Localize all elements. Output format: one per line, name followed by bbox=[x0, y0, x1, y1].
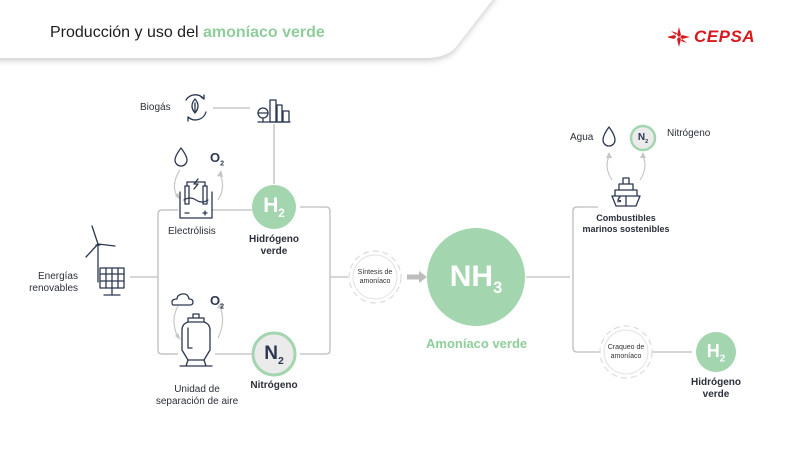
water-drop-out-icon bbox=[602, 126, 616, 147]
page-title: Producción y uso del amoníaco verde bbox=[50, 24, 325, 42]
hydrogen-symbol: H2 bbox=[263, 194, 285, 221]
synthesis-label: Síntesis de amoníaco bbox=[351, 268, 399, 286]
hydrogen-out-circle bbox=[696, 332, 736, 372]
cracking-label-line1: Craqueo de bbox=[607, 344, 645, 351]
hydrogen-label: Hidrógeno verde bbox=[244, 234, 304, 258]
air-separation-label: Unidad de separación de aire bbox=[152, 384, 242, 408]
arrow-air-in bbox=[173, 305, 179, 339]
marine-fuels-label-line2: marinos sostenibles bbox=[582, 224, 670, 234]
o2-airsep: O2 bbox=[209, 293, 225, 311]
hydrogen-label-line2: verde bbox=[260, 246, 288, 257]
cracking-label: Craqueo de amoníaco bbox=[602, 343, 650, 361]
connector-branch-left bbox=[157, 209, 163, 355]
ammonia-symbol: NH3 bbox=[449, 260, 503, 297]
air-separation-tank-icon bbox=[179, 313, 213, 367]
arrow-n2-out bbox=[639, 155, 646, 181]
renewables-label: Energías renovables bbox=[24, 271, 78, 295]
cracking-circle bbox=[599, 325, 653, 379]
refinery-icon bbox=[257, 99, 291, 123]
ammonia-circle bbox=[427, 228, 525, 326]
synthesis-label-line2: amoníaco bbox=[359, 278, 391, 285]
nitrogen-label: Nitrógeno bbox=[250, 380, 298, 391]
title-banner bbox=[0, 0, 493, 58]
title-highlight: amoníaco verde bbox=[202, 24, 325, 41]
synthesis-circle bbox=[348, 250, 402, 304]
nitrogen-out-circle bbox=[629, 124, 657, 152]
cepsa-logo-icon bbox=[668, 27, 690, 47]
hydrogen-label-line1: Hidrógeno bbox=[249, 234, 299, 245]
nitrogen-symbol: N2 bbox=[264, 343, 284, 367]
o2-electrolysis: O2 bbox=[209, 150, 225, 168]
cracking-label-line2: amoníaco bbox=[610, 353, 642, 360]
wind-solar-icon bbox=[85, 225, 125, 296]
air-sep-label-line2: separación de aire bbox=[155, 396, 239, 407]
arrow-synthesis-ammonia bbox=[407, 271, 427, 283]
arrow-o2-out-electrolysis bbox=[217, 173, 224, 201]
hydrogen-out-symbol: H2 bbox=[706, 341, 726, 365]
synthesis-label-line1: Síntesis de bbox=[357, 269, 393, 276]
cloud-icon bbox=[171, 293, 194, 306]
renewables-label-line2: renovables bbox=[29, 283, 78, 294]
biogas-recycle-icon bbox=[185, 94, 207, 122]
hydrogen-out-label: Hidrógeno verde bbox=[686, 377, 746, 401]
hydrogen-out-label-line1: Hidrógeno bbox=[691, 377, 741, 388]
connector-branch-uses bbox=[572, 206, 600, 353]
logo-text: CEPSA bbox=[694, 27, 756, 46]
nitrogen-circle bbox=[251, 331, 297, 377]
hydrogen-out-label-line2: verde bbox=[702, 389, 730, 400]
electrolysis-label: Electrólisis bbox=[168, 226, 216, 237]
air-sep-label-line1: Unidad de bbox=[174, 384, 220, 395]
nitrogen-out-label: Nitrógeno bbox=[667, 128, 711, 139]
ammonia-label: Amoníaco verde bbox=[426, 336, 528, 351]
arrow-water-out bbox=[606, 155, 613, 181]
connector-branch-right bbox=[300, 206, 331, 355]
hydrogen-circle bbox=[252, 185, 296, 229]
title-prefix: Producción y uso del bbox=[50, 24, 203, 41]
ship-icon bbox=[611, 177, 641, 207]
electrolysis-cell-icon bbox=[179, 178, 213, 219]
biogas-label: Biogás bbox=[140, 102, 171, 113]
marine-fuels-label: Combustibles marinos sostenibles bbox=[581, 213, 671, 235]
water-out-label: Agua bbox=[570, 132, 594, 143]
cepsa-logo: CEPSA bbox=[668, 27, 755, 47]
renewables-label-line1: Energías bbox=[37, 271, 78, 282]
water-drop-icon bbox=[174, 147, 188, 167]
marine-fuels-label-line1: Combustibles bbox=[596, 213, 656, 223]
nitrogen-out-symbol: N2 bbox=[637, 132, 649, 145]
arrow-o2-out-airsep bbox=[217, 305, 224, 339]
